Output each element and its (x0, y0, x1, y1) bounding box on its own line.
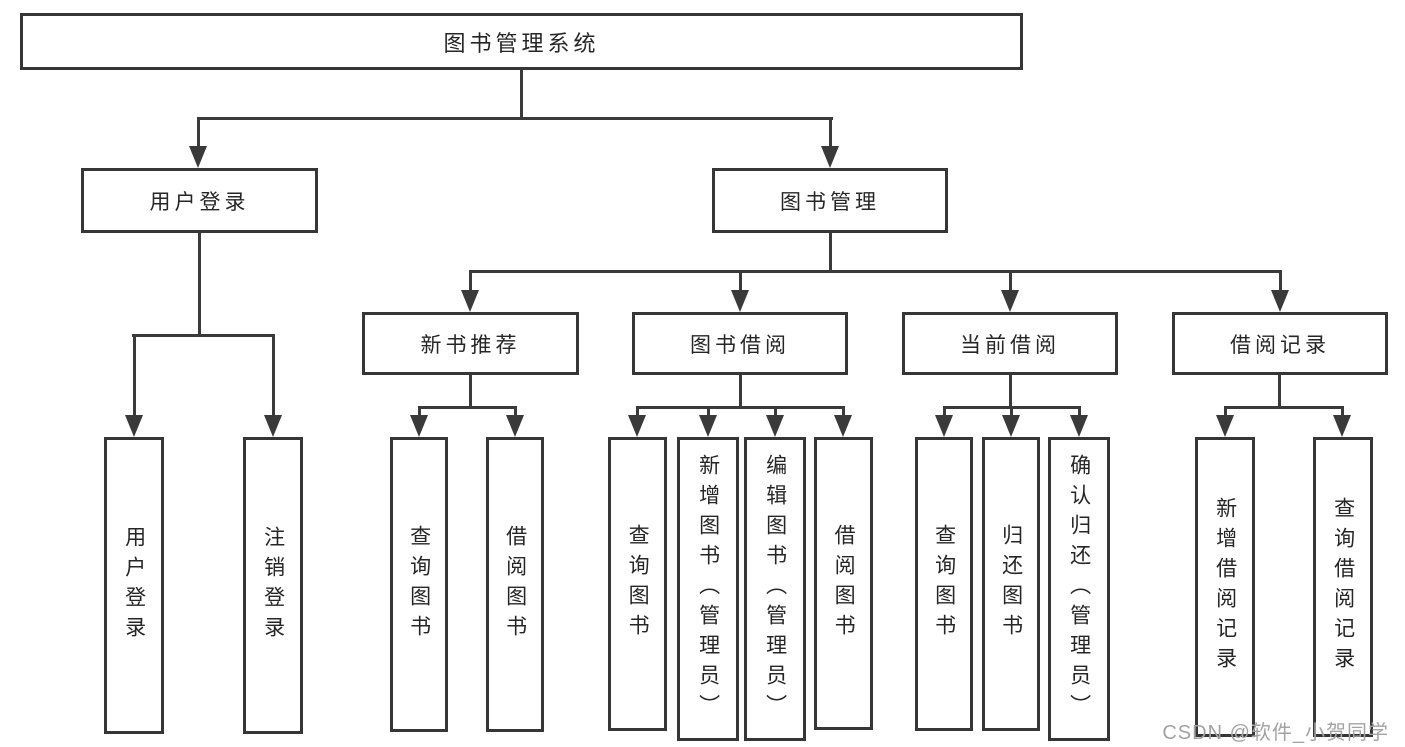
connector-line (943, 406, 946, 417)
connector-line (829, 117, 832, 148)
leaf-return-book-label: 归还图书 (999, 524, 1023, 644)
connector-line (1224, 406, 1227, 417)
connector-line (198, 233, 201, 336)
leaf-query-books-current: 查询图书 (915, 437, 973, 731)
connector-arrowhead-icon (628, 415, 646, 437)
node-book-management: 图书管理 (712, 168, 948, 233)
node-user-login: 用户登录 (81, 168, 318, 233)
leaf-edit-book-admin-label: 编辑图书（管理员） (763, 454, 787, 724)
connector-arrowhead-icon (766, 415, 784, 437)
node-library-management-system: 图书管理系统 (20, 13, 1023, 70)
leaf-add-book-admin-label: 新增图书（管理员） (696, 454, 720, 724)
connector-line (418, 406, 421, 417)
connector-line (739, 375, 742, 408)
connector-line (1009, 270, 1012, 291)
connector-arrowhead-icon (1333, 415, 1351, 437)
leaf-query-books-recommend-label: 查询图书 (407, 524, 431, 645)
leaf-confirm-return-admin: 确认归还（管理员） (1048, 437, 1110, 741)
connector-arrowhead-icon (731, 290, 749, 312)
connector-arrowhead-icon (834, 415, 852, 437)
connector-line (1279, 270, 1282, 291)
connector-arrowhead-icon (410, 415, 428, 437)
node-user-login-label: 用户登录 (149, 190, 250, 214)
connector-line (469, 270, 1282, 273)
node-borrowing-records: 借阅记录 (1172, 312, 1388, 375)
leaf-borrow-books-borrowing: 借阅图书 (814, 437, 873, 730)
connector-line (1078, 406, 1081, 417)
connector-line (514, 406, 517, 417)
node-library-management-system-label: 图书管理系统 (443, 30, 600, 56)
connector-arrowhead-icon (506, 415, 524, 437)
watermark: CSDN @软件_小贺同学 (1162, 722, 1389, 744)
node-new-book-recommend: 新书推荐 (362, 312, 579, 375)
connector-line (1010, 406, 1013, 417)
node-book-borrowing-label: 图书借阅 (690, 333, 790, 357)
connector-line (636, 406, 639, 417)
connector-line (469, 375, 472, 408)
node-book-management-label: 图书管理 (780, 190, 880, 214)
connector-arrowhead-icon (264, 415, 282, 437)
leaf-user-login-label: 用户登录 (122, 525, 146, 646)
connector-arrowhead-icon (1271, 290, 1289, 312)
node-current-borrowing: 当前借阅 (902, 312, 1118, 375)
connector-arrowhead-icon (935, 415, 953, 437)
leaf-query-books-borrowing-label: 查询图书 (626, 524, 650, 644)
connector-arrowhead-icon (821, 146, 839, 168)
leaf-add-book-admin: 新增图书（管理员） (677, 437, 739, 741)
leaf-user-login: 用户登录 (104, 437, 164, 734)
connector-line (197, 117, 833, 120)
connector-line (1224, 406, 1344, 409)
leaf-query-borrow-record: 查询借阅记录 (1313, 437, 1373, 737)
leaf-logout: 注销登录 (243, 437, 303, 734)
leaf-borrow-books-borrowing-label: 借阅图书 (832, 523, 856, 644)
connector-line (1009, 375, 1012, 408)
connector-line (132, 334, 275, 337)
leaf-logout-label: 注销登录 (261, 525, 285, 646)
node-borrowing-records-label: 借阅记录 (1230, 333, 1330, 357)
leaf-borrow-books-recommend-label: 借阅图书 (503, 524, 527, 645)
connector-line (133, 334, 136, 417)
connector-line (520, 70, 523, 119)
leaf-query-books-recommend: 查询图书 (390, 437, 448, 732)
leaf-query-borrow-record-label: 查询借阅记录 (1331, 497, 1355, 677)
connector-line (197, 117, 200, 148)
connector-line (829, 233, 832, 272)
leaf-query-books-current-label: 查询图书 (932, 524, 956, 644)
connector-line (418, 406, 517, 409)
connector-line (1341, 406, 1344, 417)
node-current-borrowing-label: 当前借阅 (960, 333, 1060, 357)
connector-arrowhead-icon (125, 415, 143, 437)
connector-arrowhead-icon (189, 146, 207, 168)
leaf-return-book: 归还图书 (982, 437, 1040, 731)
leaf-edit-book-admin: 编辑图书（管理员） (744, 437, 806, 741)
node-new-book-recommend-label: 新书推荐 (420, 333, 521, 357)
node-book-borrowing: 图书借阅 (632, 312, 848, 375)
connector-arrowhead-icon (1216, 415, 1234, 437)
leaf-borrow-books-recommend: 借阅图书 (486, 437, 544, 732)
connector-line (272, 334, 275, 417)
connector-line (774, 406, 777, 417)
leaf-add-borrow-record: 新增借阅记录 (1195, 437, 1255, 737)
leaf-query-books-borrowing: 查询图书 (608, 437, 667, 731)
connector-line (842, 406, 845, 417)
connector-line (739, 270, 742, 291)
connector-arrowhead-icon (1001, 290, 1019, 312)
connector-line (1278, 375, 1281, 408)
connector-arrowhead-icon (461, 290, 479, 312)
leaf-confirm-return-admin-label: 确认归还（管理员） (1067, 454, 1091, 724)
connector-line (636, 406, 844, 409)
connector-arrowhead-icon (699, 415, 717, 437)
connector-line (469, 270, 472, 291)
connector-line (707, 406, 710, 417)
connector-arrowhead-icon (1070, 415, 1088, 437)
connector-arrowhead-icon (1002, 415, 1020, 437)
leaf-add-borrow-record-label: 新增借阅记录 (1213, 497, 1237, 677)
